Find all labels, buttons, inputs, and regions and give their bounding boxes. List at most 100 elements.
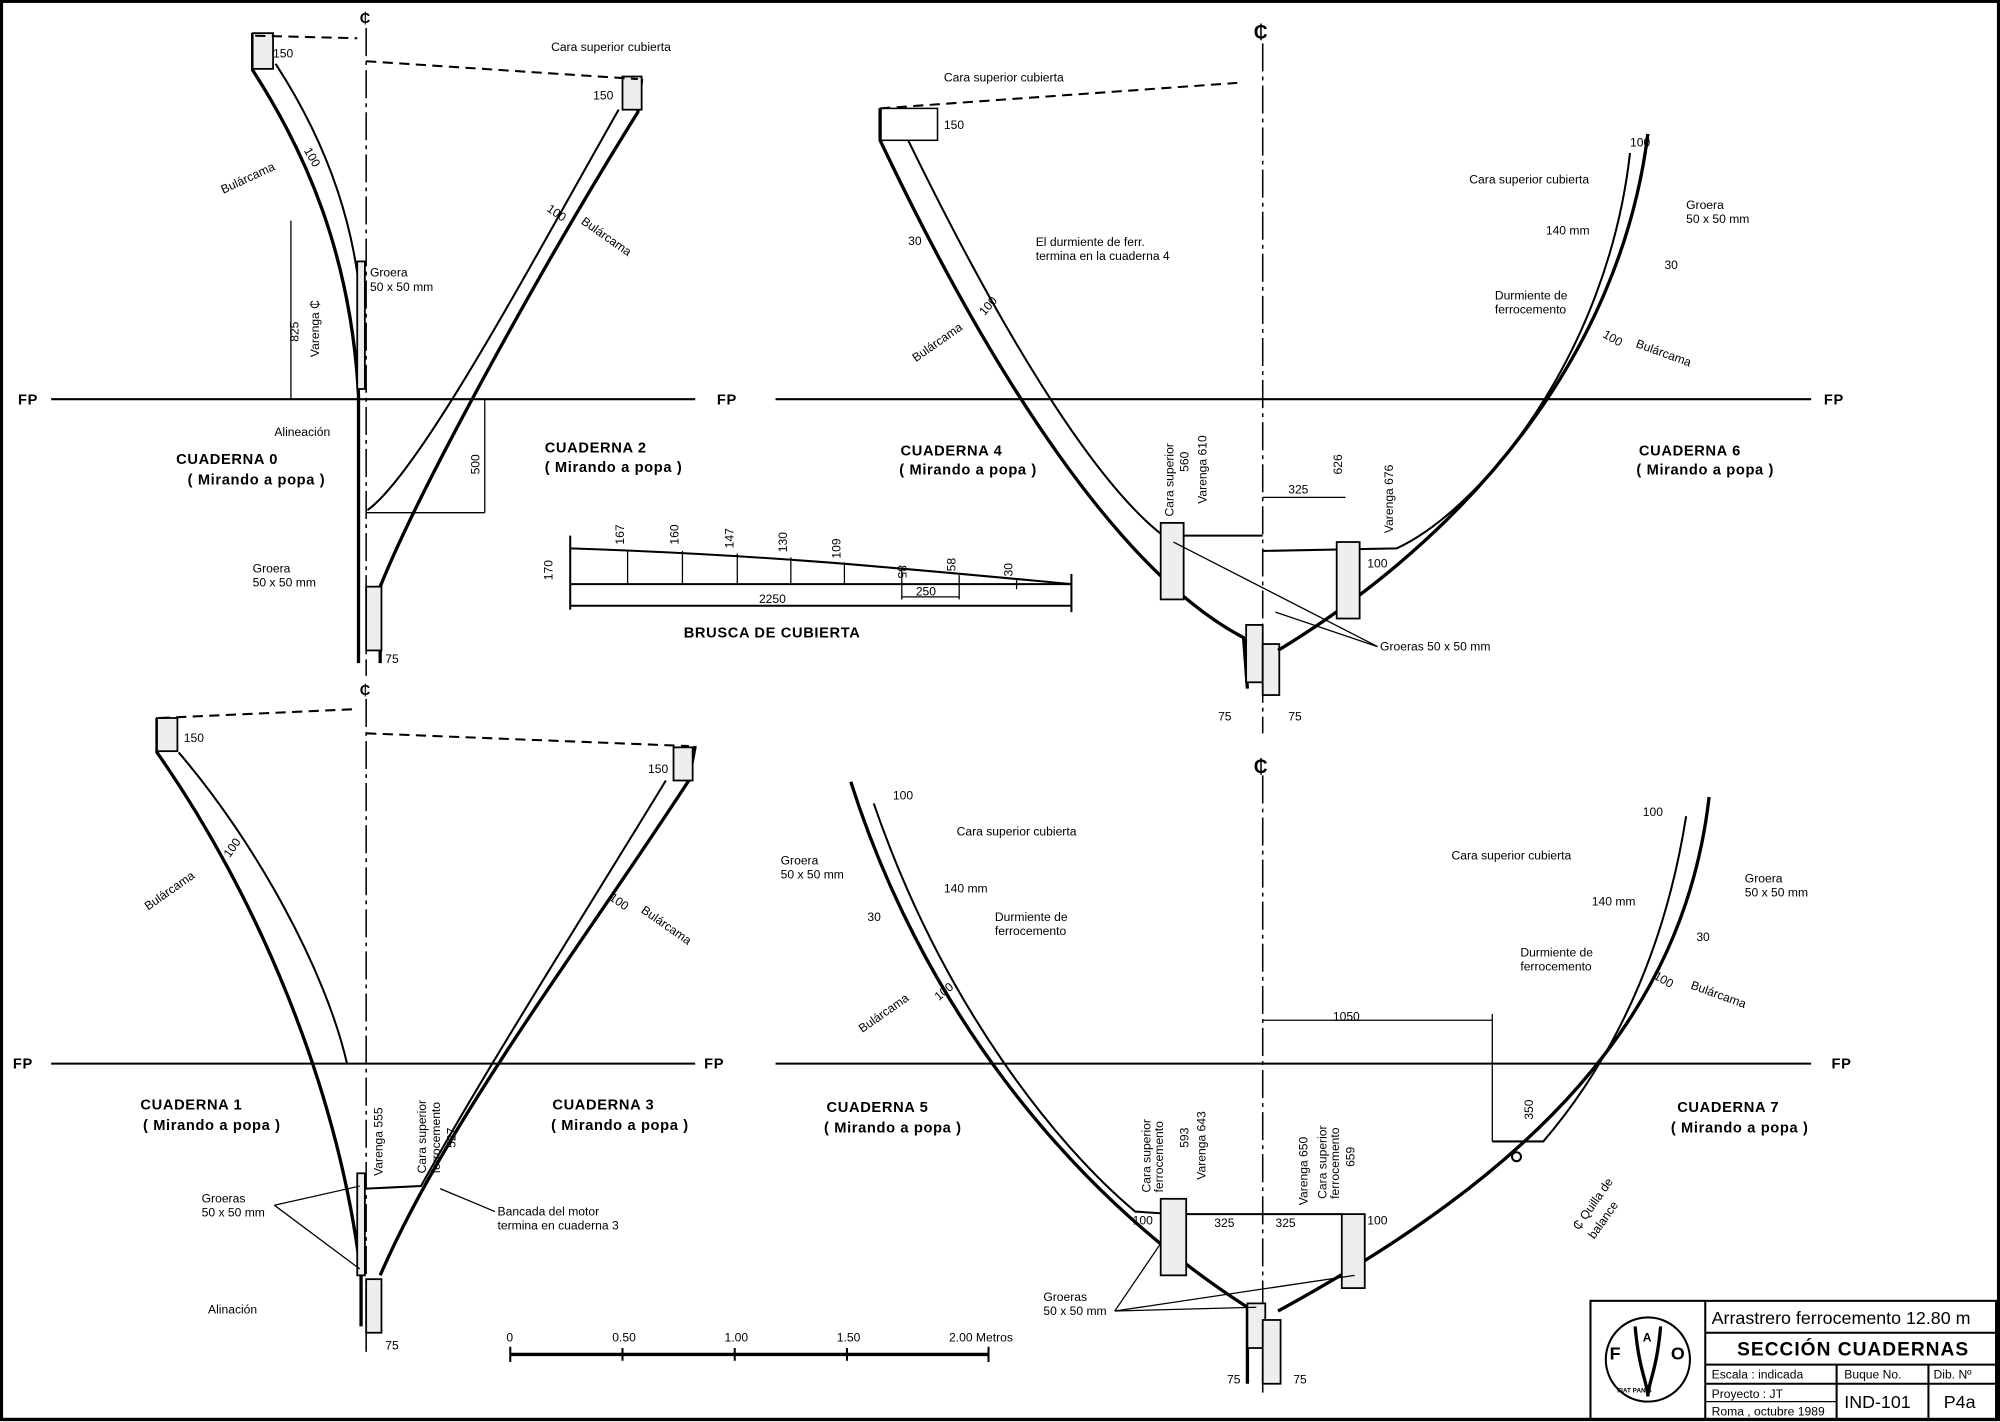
drawing-label: 1.50 [837,1331,861,1345]
drawing-label: 325 [1275,1216,1295,1230]
drawing-label: 100 [932,980,957,1004]
drawing-label: Bulárcama [579,214,635,259]
drawing-stroke [1114,1306,1257,1312]
drawing-stroke [1262,152,1632,552]
drawing-label: Dib. Nº [1934,1368,1973,1382]
drawing-label: Bulárcama [639,903,695,948]
drawing-label: Bulárcama [219,159,278,196]
scale-bar: 0 0.50 1.00 1.50 2.00 Metros [506,1331,1013,1363]
drawing-stroke [1604,1316,1691,1403]
drawing-label: Alinación [208,1303,257,1317]
drawing-label: Roma , octubre 1989 [1712,1405,1825,1419]
drawing-label: 0 [506,1331,513,1345]
drawing-label: 0.50 [612,1331,636,1345]
drawing-label: Bulárcama [910,320,966,365]
drawing-label: CUADERNA 6 [1639,443,1741,459]
drawing-stroke [1275,611,1378,648]
drawing-stroke [621,75,643,111]
drawing-stroke [155,718,363,1327]
drawing-label: Arrastrero ferrocemento 12.80 m [1712,1308,1971,1328]
drawing-label: 325 [1288,483,1308,497]
drawing-label: FP [717,392,737,408]
drawing-stroke [273,1204,361,1270]
drawing-stroke [366,779,667,1190]
drawing-label: 140 mm [1592,894,1636,908]
drawing-stroke [156,717,179,753]
drawing-label: Durmiente de [1495,289,1568,303]
drawing-stroke [880,81,1238,110]
drawing-label: SECCIÓN CUADERNAS [1737,1339,1969,1361]
drawing-label: 75 [1218,710,1232,724]
drawing-label: Varenga ₵ [308,300,322,357]
drawing-label: FP [13,1057,33,1073]
drawing-label: Bulárcama [142,868,198,913]
drawing-label: CUADERNA 4 [901,443,1003,459]
drawing-label: Cara superior [1162,443,1176,516]
drawing-label: ( Mirando a popa ) [551,1118,689,1134]
drawing-label: ( Mirando a popa ) [824,1120,962,1136]
drawing-label: 350 [1522,1099,1536,1119]
drawing-label: P4a [1944,1392,1976,1412]
drawing-label: 75 [1227,1373,1241,1387]
drawing-label: Escala : indicada [1712,1368,1804,1382]
drawing-label: 2250 [759,592,786,606]
drawing-label: 75 [1288,710,1302,724]
frame-4-6: Cara superior cubierta 150 30 El durmien… [878,71,1773,724]
drawing-label: Groera [781,854,819,868]
drawing-label: 100 [1630,136,1650,150]
drawing-label: ₵ [1254,757,1269,778]
drawing-stroke [1245,624,1264,684]
drawing-label: 325 [1214,1216,1234,1230]
drawing-label: 170 [541,560,555,580]
drawing-stroke [1173,541,1378,648]
drawing-stroke [366,60,638,81]
drawing-stroke [365,585,383,652]
fp-lines: FP FP FP FP FP FP [13,392,1852,1073]
drawing-stroke [255,34,358,40]
drawing-label: 30 [1002,563,1016,577]
drawing-stroke [1261,643,1281,696]
drawing-label: ferrocemento [1520,960,1592,974]
drawing-label: ferrocemento [1328,1127,1342,1199]
drawing-label: 100 [607,890,632,913]
drawing-label: Groeras 50 x 50 mm [1380,639,1490,653]
drawing-label: 100 [1367,1213,1387,1227]
drawing-label: ( Mirando a popa ) [188,473,326,489]
drawing-label: 659 [1344,1146,1358,1166]
drawing-stroke [1114,1274,1355,1312]
drawing-label: 50 x 50 mm [1686,212,1749,226]
deck-camber-diagram: 167 160 147 130 109 85 58 30 170 2250 25… [541,524,1073,642]
drawing-label: F [1610,1344,1621,1364]
drawing-label: CUADERNA 3 [552,1098,654,1114]
drawing-label: 100 [893,789,913,803]
drawing-label: FP [1832,1057,1852,1073]
drawing-label: 140 mm [944,882,988,896]
drawing-label: Varenga 676 [1382,464,1396,533]
drawing-label: 2.00 Metros [949,1331,1013,1345]
drawing-stroke [159,708,358,720]
drawing-label: 560 [1178,451,1192,471]
drawing-stroke [274,1185,360,1206]
drawing-stroke [1114,1243,1162,1312]
drawing-label: ₵ [360,683,371,699]
drawing-label: Durmiente de [1520,946,1593,960]
drawing-stroke [1159,521,1185,601]
drawing-label: termina en cuaderna 3 [498,1218,619,1232]
drawing-stroke [356,1172,366,1277]
drawing-label: 150 [593,88,613,102]
drawing-label: 75 [1293,1373,1307,1387]
drawing-label: 50 x 50 mm [781,868,844,882]
drawing-stroke [356,260,366,390]
drawing-label: Varenga 610 [1196,435,1210,504]
drawing-label: ( Mirando a popa ) [1671,1120,1809,1136]
drawing-stroke [1340,1213,1366,1289]
drawing-stroke [251,32,274,70]
drawing-label: 140 mm [1546,224,1590,238]
drawing-label: 30 [1696,930,1710,944]
frame-0-2: 150 150 Cara superior cubierta Bulárcama… [176,32,683,666]
drawing-label: 1050 [1333,1009,1360,1023]
drawing-label: Groera [370,266,408,280]
drawing-label: ( Mirando a popa ) [545,460,683,476]
center-lines: ₵ ₵ ₵ ₵ [360,11,1269,1397]
drawing-label: Groera [1686,198,1724,212]
